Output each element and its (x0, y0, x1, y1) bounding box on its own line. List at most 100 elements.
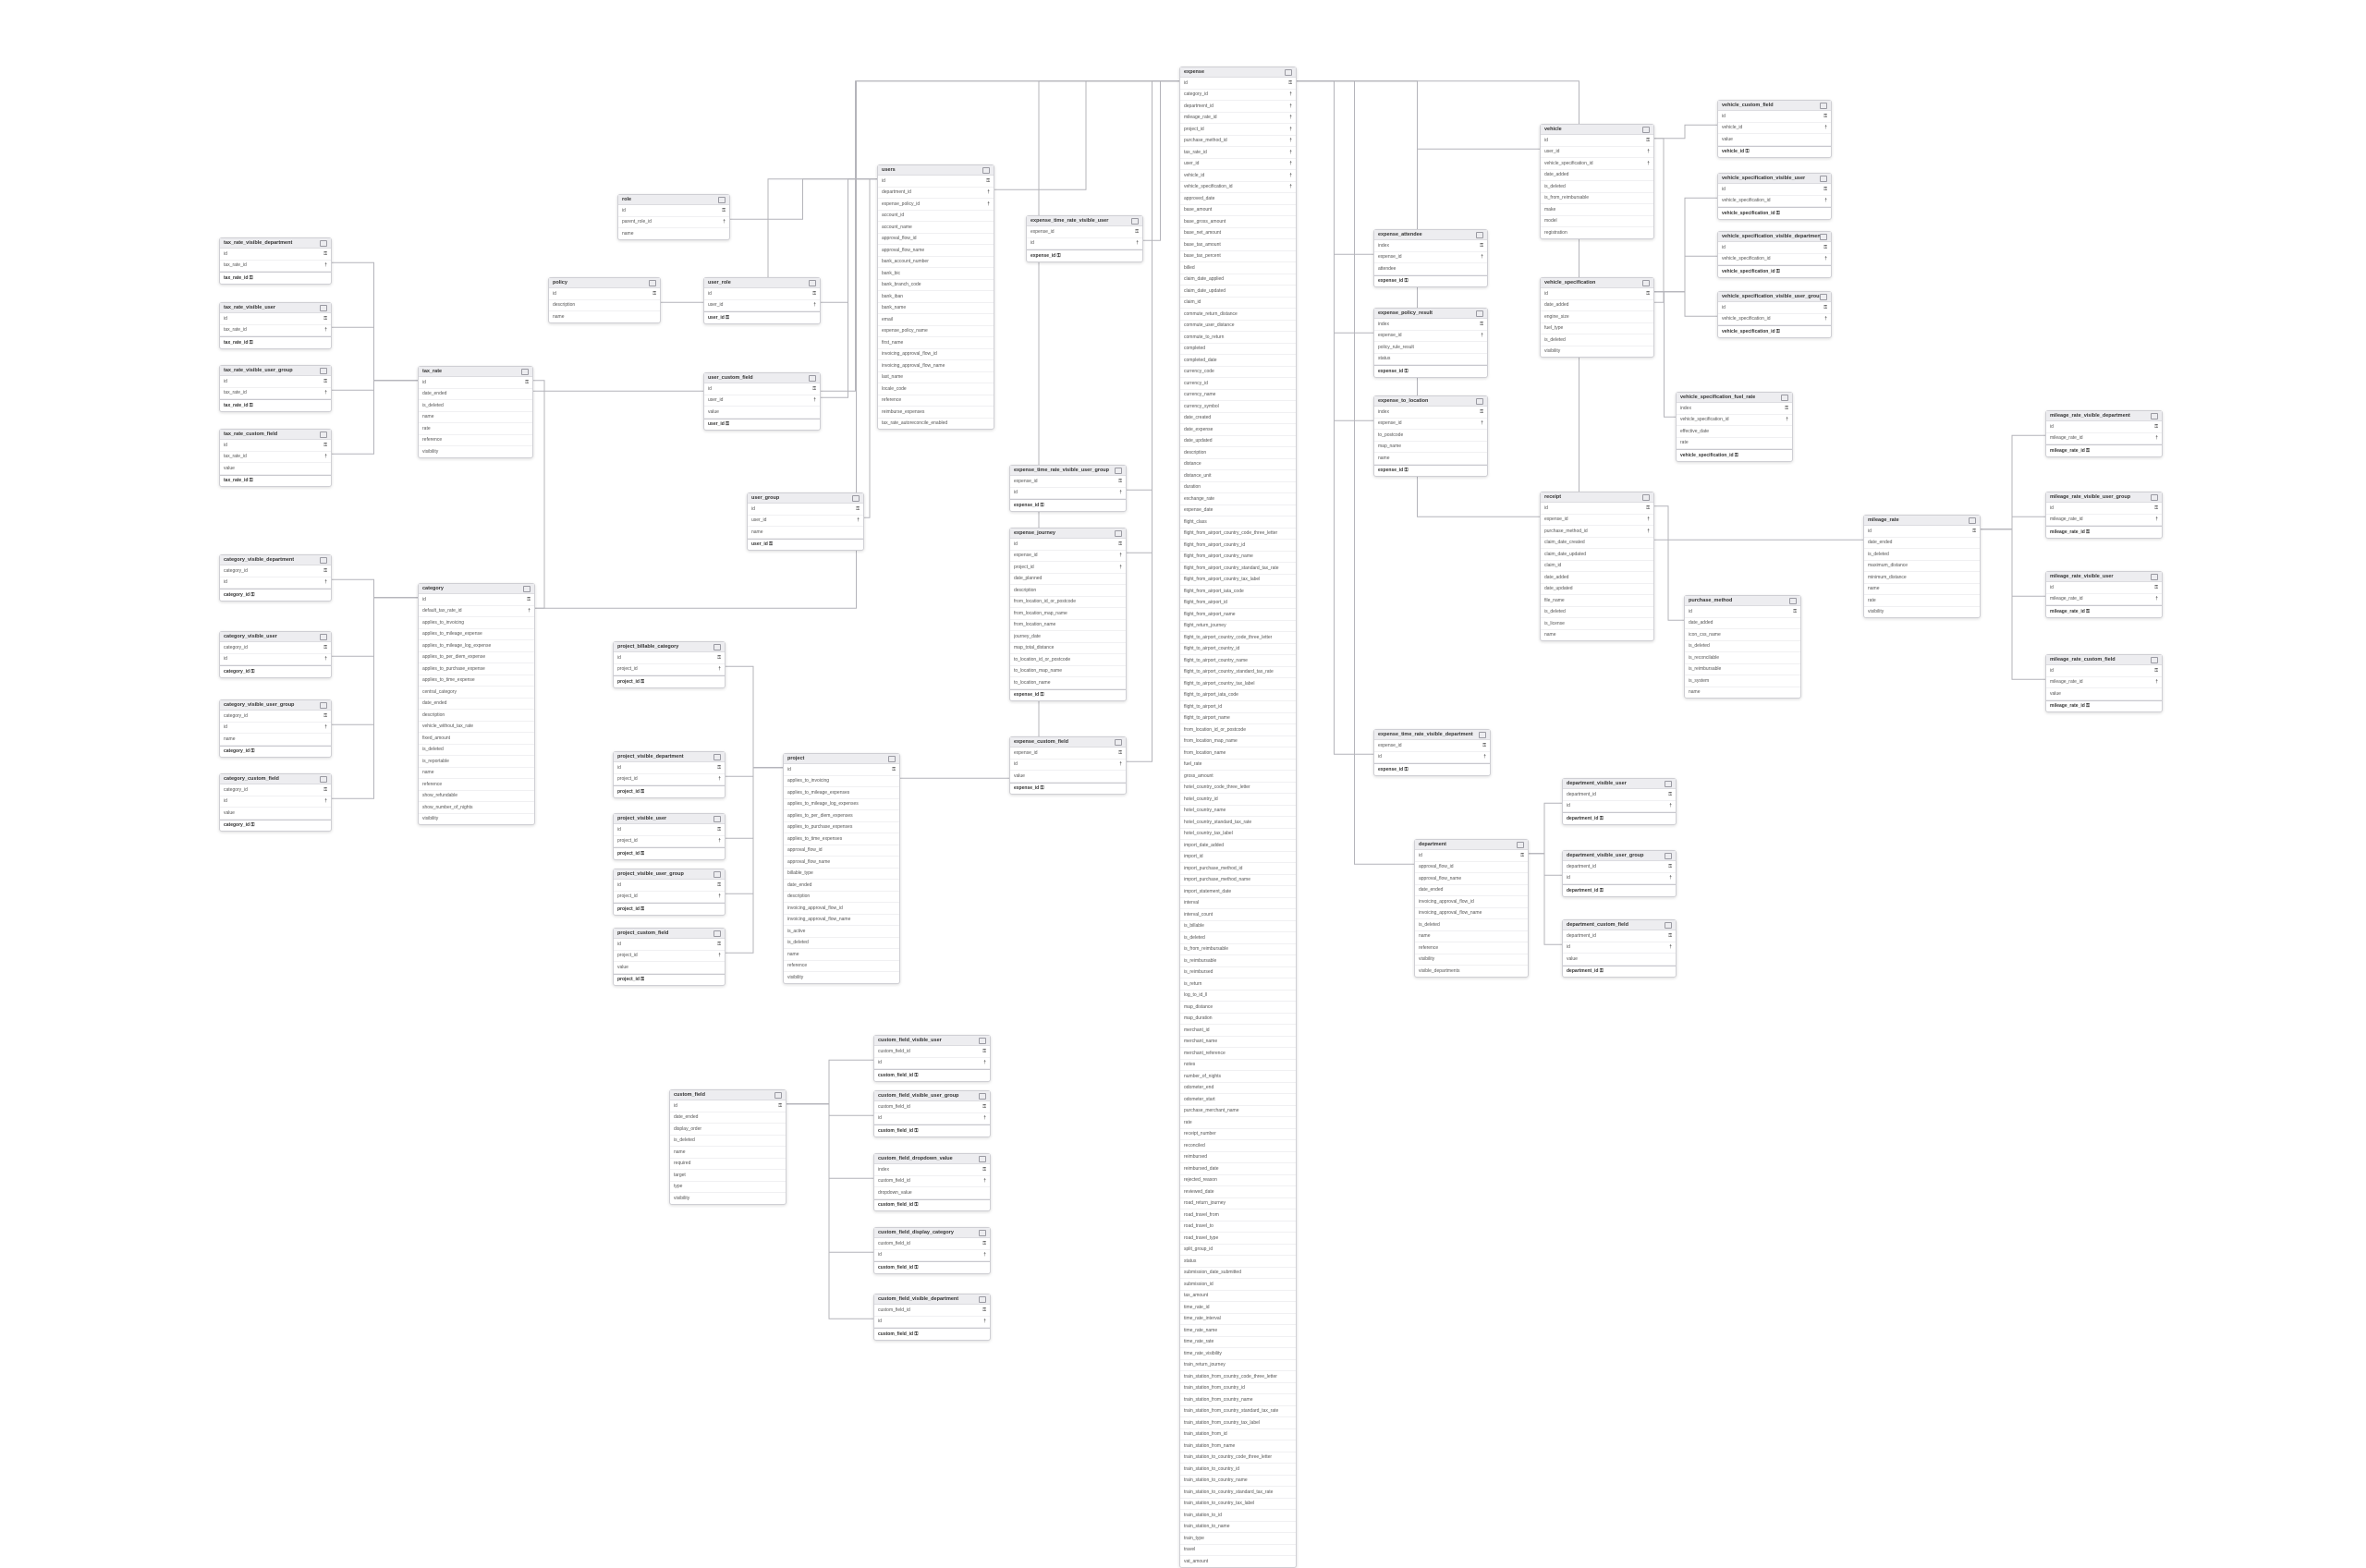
table-header[interactable]: project_visible_user (614, 814, 725, 824)
table-header[interactable]: mileage_rate_visible_department (2046, 411, 2162, 421)
column-row[interactable]: to_location_map_name (1010, 666, 1126, 677)
column-row[interactable]: billable_type (784, 869, 899, 880)
column-row[interactable]: purchase_method_id† (1541, 526, 1653, 538)
column-row[interactable]: flight_to_airport_country_code_three_let… (1180, 632, 1296, 644)
column-row[interactable]: index⚿ (874, 1164, 990, 1176)
table-header[interactable]: category_visible_user_group (220, 700, 331, 711)
column-row[interactable]: id⚿ (549, 288, 660, 300)
column-row[interactable]: base_gross_amount (1180, 216, 1296, 228)
column-row[interactable]: reference (419, 779, 534, 791)
column-row[interactable]: purchase_method_id† (1180, 136, 1296, 147)
column-row[interactable]: applies_to_mileage_log_expense (419, 640, 534, 652)
column-row[interactable]: train_station_from_country_id (1180, 1383, 1296, 1394)
column-row[interactable]: user_id† (704, 300, 820, 311)
table-header[interactable]: department_custom_field (1563, 920, 1676, 930)
column-row[interactable]: duration (1180, 482, 1296, 493)
column-row[interactable]: visibility (784, 972, 899, 983)
column-row[interactable]: id⚿ (748, 504, 863, 516)
column-row[interactable]: expense_id† (1010, 551, 1126, 562)
column-row[interactable]: time_rate_id (1180, 1302, 1296, 1314)
column-row[interactable]: time_rate_name (1180, 1325, 1296, 1337)
column-row[interactable]: user_id† (1541, 147, 1653, 158)
column-row[interactable]: odometer_end (1180, 1083, 1296, 1094)
column-row[interactable]: file_name (1541, 595, 1653, 607)
column-row[interactable]: distance (1180, 459, 1296, 470)
column-row[interactable]: project_id† (614, 892, 725, 903)
column-row[interactable]: reimburse_expenses (878, 407, 994, 419)
column-row[interactable]: id† (220, 577, 331, 589)
column-row[interactable]: department_id† (1180, 101, 1296, 113)
column-row[interactable]: category_id ⚿ (220, 745, 331, 758)
column-row[interactable]: reference (784, 961, 899, 972)
column-row[interactable]: category_id⚿ (220, 784, 331, 796)
column-row[interactable]: rejected_reason (1180, 1175, 1296, 1186)
column-row[interactable]: is_deleted (1541, 334, 1653, 346)
column-row[interactable]: project_id† (1010, 562, 1126, 574)
column-row[interactable]: tax_rate_id† (220, 325, 331, 336)
column-row[interactable]: train_station_to_country_standard_tax_ra… (1180, 1487, 1296, 1499)
column-row[interactable]: custom_field_id ⚿ (874, 1261, 990, 1273)
column-row[interactable]: gross_amount (1180, 771, 1296, 783)
table-header[interactable]: expense (1180, 67, 1296, 78)
column-row[interactable]: project_id† (1180, 124, 1296, 136)
column-row[interactable]: custom_field_id⚿ (874, 1046, 990, 1058)
column-row[interactable]: name (748, 527, 863, 539)
column-row[interactable]: policy_rule_result (1374, 342, 1487, 354)
column-row[interactable]: is_billable (1180, 921, 1296, 932)
column-row[interactable]: show_number_of_nights (419, 802, 534, 814)
table-header[interactable]: category (419, 584, 534, 594)
column-row[interactable]: road_return_journey (1180, 1198, 1296, 1209)
column-row[interactable]: billed (1180, 262, 1296, 274)
column-row[interactable]: exchange_rate (1180, 493, 1296, 505)
column-row[interactable]: attendee (1374, 263, 1487, 275)
column-row[interactable]: interval_count (1180, 909, 1296, 921)
column-row[interactable]: expense_id† (1374, 419, 1487, 430)
table-header[interactable]: expense_policy_result (1374, 309, 1487, 319)
table-header[interactable]: mileage_rate_visible_user_group (2046, 492, 2162, 503)
column-row[interactable]: applies_to_mileage_log_expenses (784, 799, 899, 810)
column-row[interactable]: id⚿ (784, 764, 899, 776)
column-row[interactable]: applies_to_per_diem_expense (419, 652, 534, 663)
column-row[interactable]: model (1541, 216, 1653, 227)
table-header[interactable]: role (618, 195, 729, 205)
column-row[interactable]: locale_code (878, 383, 994, 395)
column-row[interactable]: project_id† (614, 836, 725, 847)
column-row[interactable]: vehicle_specification_id† (1541, 158, 1653, 170)
column-row[interactable]: last_name (878, 372, 994, 383)
table-header[interactable]: mileage_rate_visible_user (2046, 572, 2162, 582)
column-row[interactable]: merchant_reference (1180, 1048, 1296, 1060)
column-row[interactable]: flight_from_airport_id (1180, 598, 1296, 609)
column-row[interactable]: first_name (878, 337, 994, 349)
column-row[interactable]: visibility (419, 446, 532, 457)
column-row[interactable]: fuel_rate (1180, 760, 1296, 771)
column-row[interactable]: expense_id ⚿ (1374, 763, 1490, 775)
column-row[interactable]: is_from_reimbursable (1180, 944, 1296, 955)
column-row[interactable]: vehicle_specification_id† (1180, 182, 1296, 193)
column-row[interactable]: split_group_id (1180, 1245, 1296, 1256)
column-row[interactable]: name (618, 228, 729, 239)
column-row[interactable]: id† (220, 654, 331, 665)
table-header[interactable]: custom_field_display_category (874, 1228, 990, 1238)
table-header[interactable]: mileage_rate (1864, 516, 1980, 526)
column-row[interactable]: is_license (1541, 618, 1653, 630)
column-row[interactable]: name (1415, 931, 1528, 942)
table-header[interactable]: vehicle_specification_fuel_rate (1677, 393, 1792, 403)
column-row[interactable]: invoicing_approval_flow_name (1415, 908, 1528, 919)
column-row[interactable]: target (670, 1170, 786, 1182)
column-row[interactable]: applies_to_invoicing (784, 776, 899, 787)
table-header[interactable]: vehicle_custom_field (1718, 101, 1831, 111)
table-header[interactable]: vehicle_specification_visible_department (1718, 232, 1831, 242)
table-header[interactable]: vehicle_specification_visible_user (1718, 174, 1831, 184)
